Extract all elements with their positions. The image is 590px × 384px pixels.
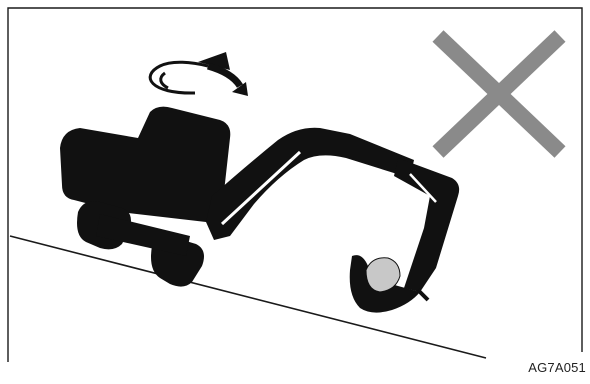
excavator-arm (394, 158, 459, 292)
rotation-arrow-icon (150, 52, 248, 96)
prohibited-x-icon (438, 36, 560, 152)
figure-code-label: AG7A051 (528, 360, 586, 375)
excavator-undercarriage (96, 214, 190, 256)
excavator-silhouette (60, 107, 459, 313)
excavator-boom (206, 128, 414, 240)
